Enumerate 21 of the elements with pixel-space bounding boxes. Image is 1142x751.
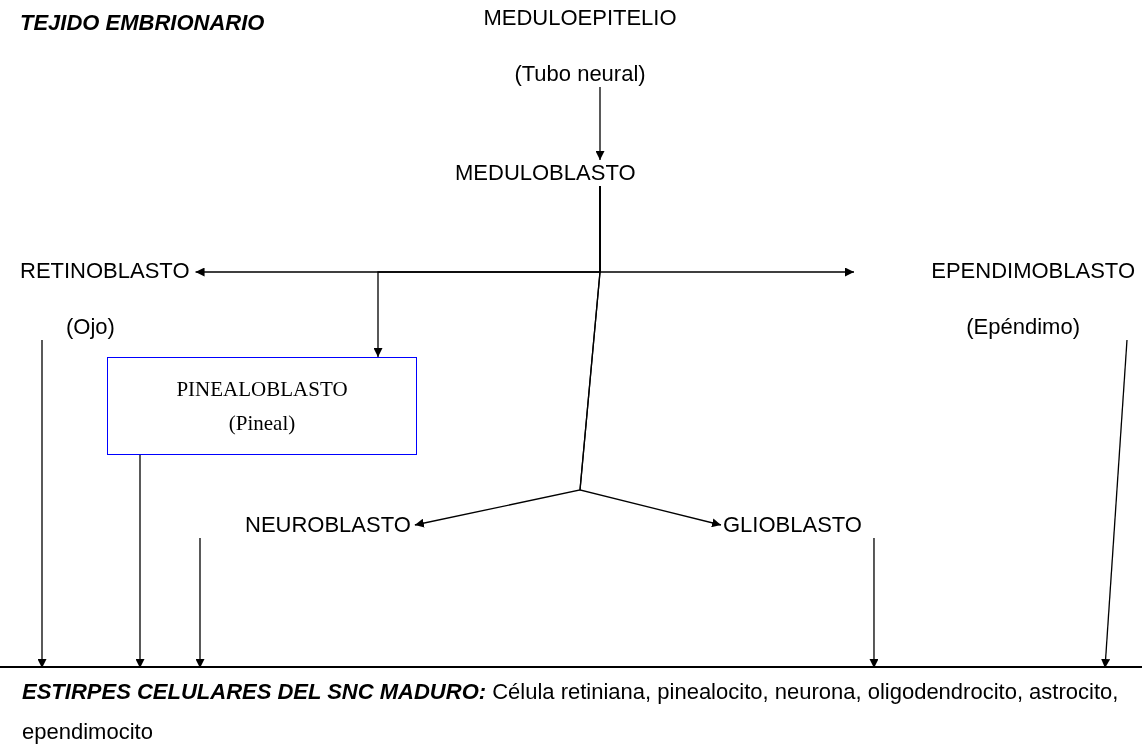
node-title: PINEALOBLASTO — [176, 376, 348, 402]
node-subtitle: (Ojo) — [66, 314, 115, 340]
arrow — [1101, 339, 1128, 669]
arrow — [195, 537, 205, 669]
node-title: MEDULOBLASTO — [455, 160, 636, 186]
node-title: NEUROBLASTO — [245, 512, 411, 538]
node-subtitle: (Tubo neural) — [514, 61, 646, 87]
arrow — [595, 86, 605, 161]
node-title: EPENDIMOBLASTO — [931, 258, 1135, 284]
arrow — [37, 339, 47, 669]
arrow — [869, 537, 879, 669]
arrow — [579, 185, 722, 528]
node-title: GLIOBLASTO — [723, 512, 862, 538]
node-title: RETINOBLASTO — [20, 258, 190, 284]
section-heading: TEJIDO EMBRIONARIO — [20, 10, 265, 36]
arrow — [135, 454, 145, 669]
node-subtitle: (Epéndimo) — [966, 314, 1080, 340]
node-subtitle: (Pineal) — [228, 410, 296, 436]
conclusion-text: ESTIRPES CELULARES DEL SNC MADURO: Célula retiniana, pinealocito, neurona, oligodendrocito, astrocito, ependimocito — [22, 678, 1120, 746]
node-title: MEDULOEPITELIO — [483, 5, 677, 31]
process-box — [107, 357, 417, 455]
